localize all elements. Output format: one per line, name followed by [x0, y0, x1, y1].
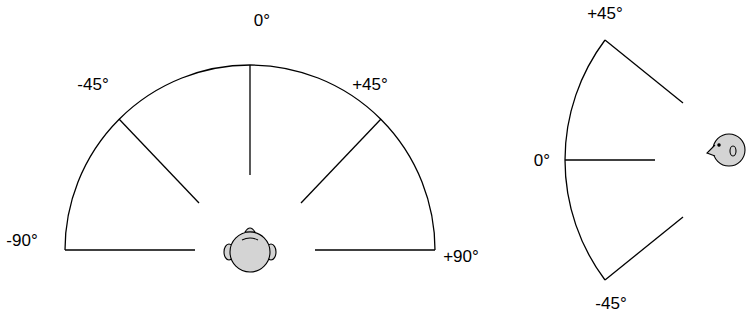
angle-label: 0°: [534, 152, 550, 169]
minus-45-line: [119, 119, 199, 203]
eye: [718, 144, 720, 146]
side-zero-line: [565, 159, 655, 160]
angle-label: -45°: [595, 295, 626, 312]
angle-label: -45°: [77, 76, 108, 93]
angle-label: +45°: [587, 5, 623, 22]
side-minus-45-line: [605, 217, 683, 280]
head: [713, 134, 745, 166]
angle-label: +45°: [352, 76, 388, 93]
head-side-view: [707, 134, 745, 166]
angle-label: -90°: [6, 232, 37, 249]
plus-90-line: [315, 249, 435, 250]
side-plus-45-line: [605, 40, 683, 103]
head-top-view: [224, 228, 276, 272]
nose: [707, 145, 715, 156]
angle-label: 0°: [254, 12, 270, 29]
front-arc: [65, 65, 435, 250]
plus-45-line: [301, 119, 381, 203]
zero-line: [249, 65, 250, 175]
head: [230, 232, 270, 272]
ear: [730, 146, 736, 156]
hair-line: [242, 238, 258, 240]
minus-90-line: [65, 249, 195, 250]
nose: [245, 228, 255, 232]
angle-label: +90°: [443, 248, 479, 265]
